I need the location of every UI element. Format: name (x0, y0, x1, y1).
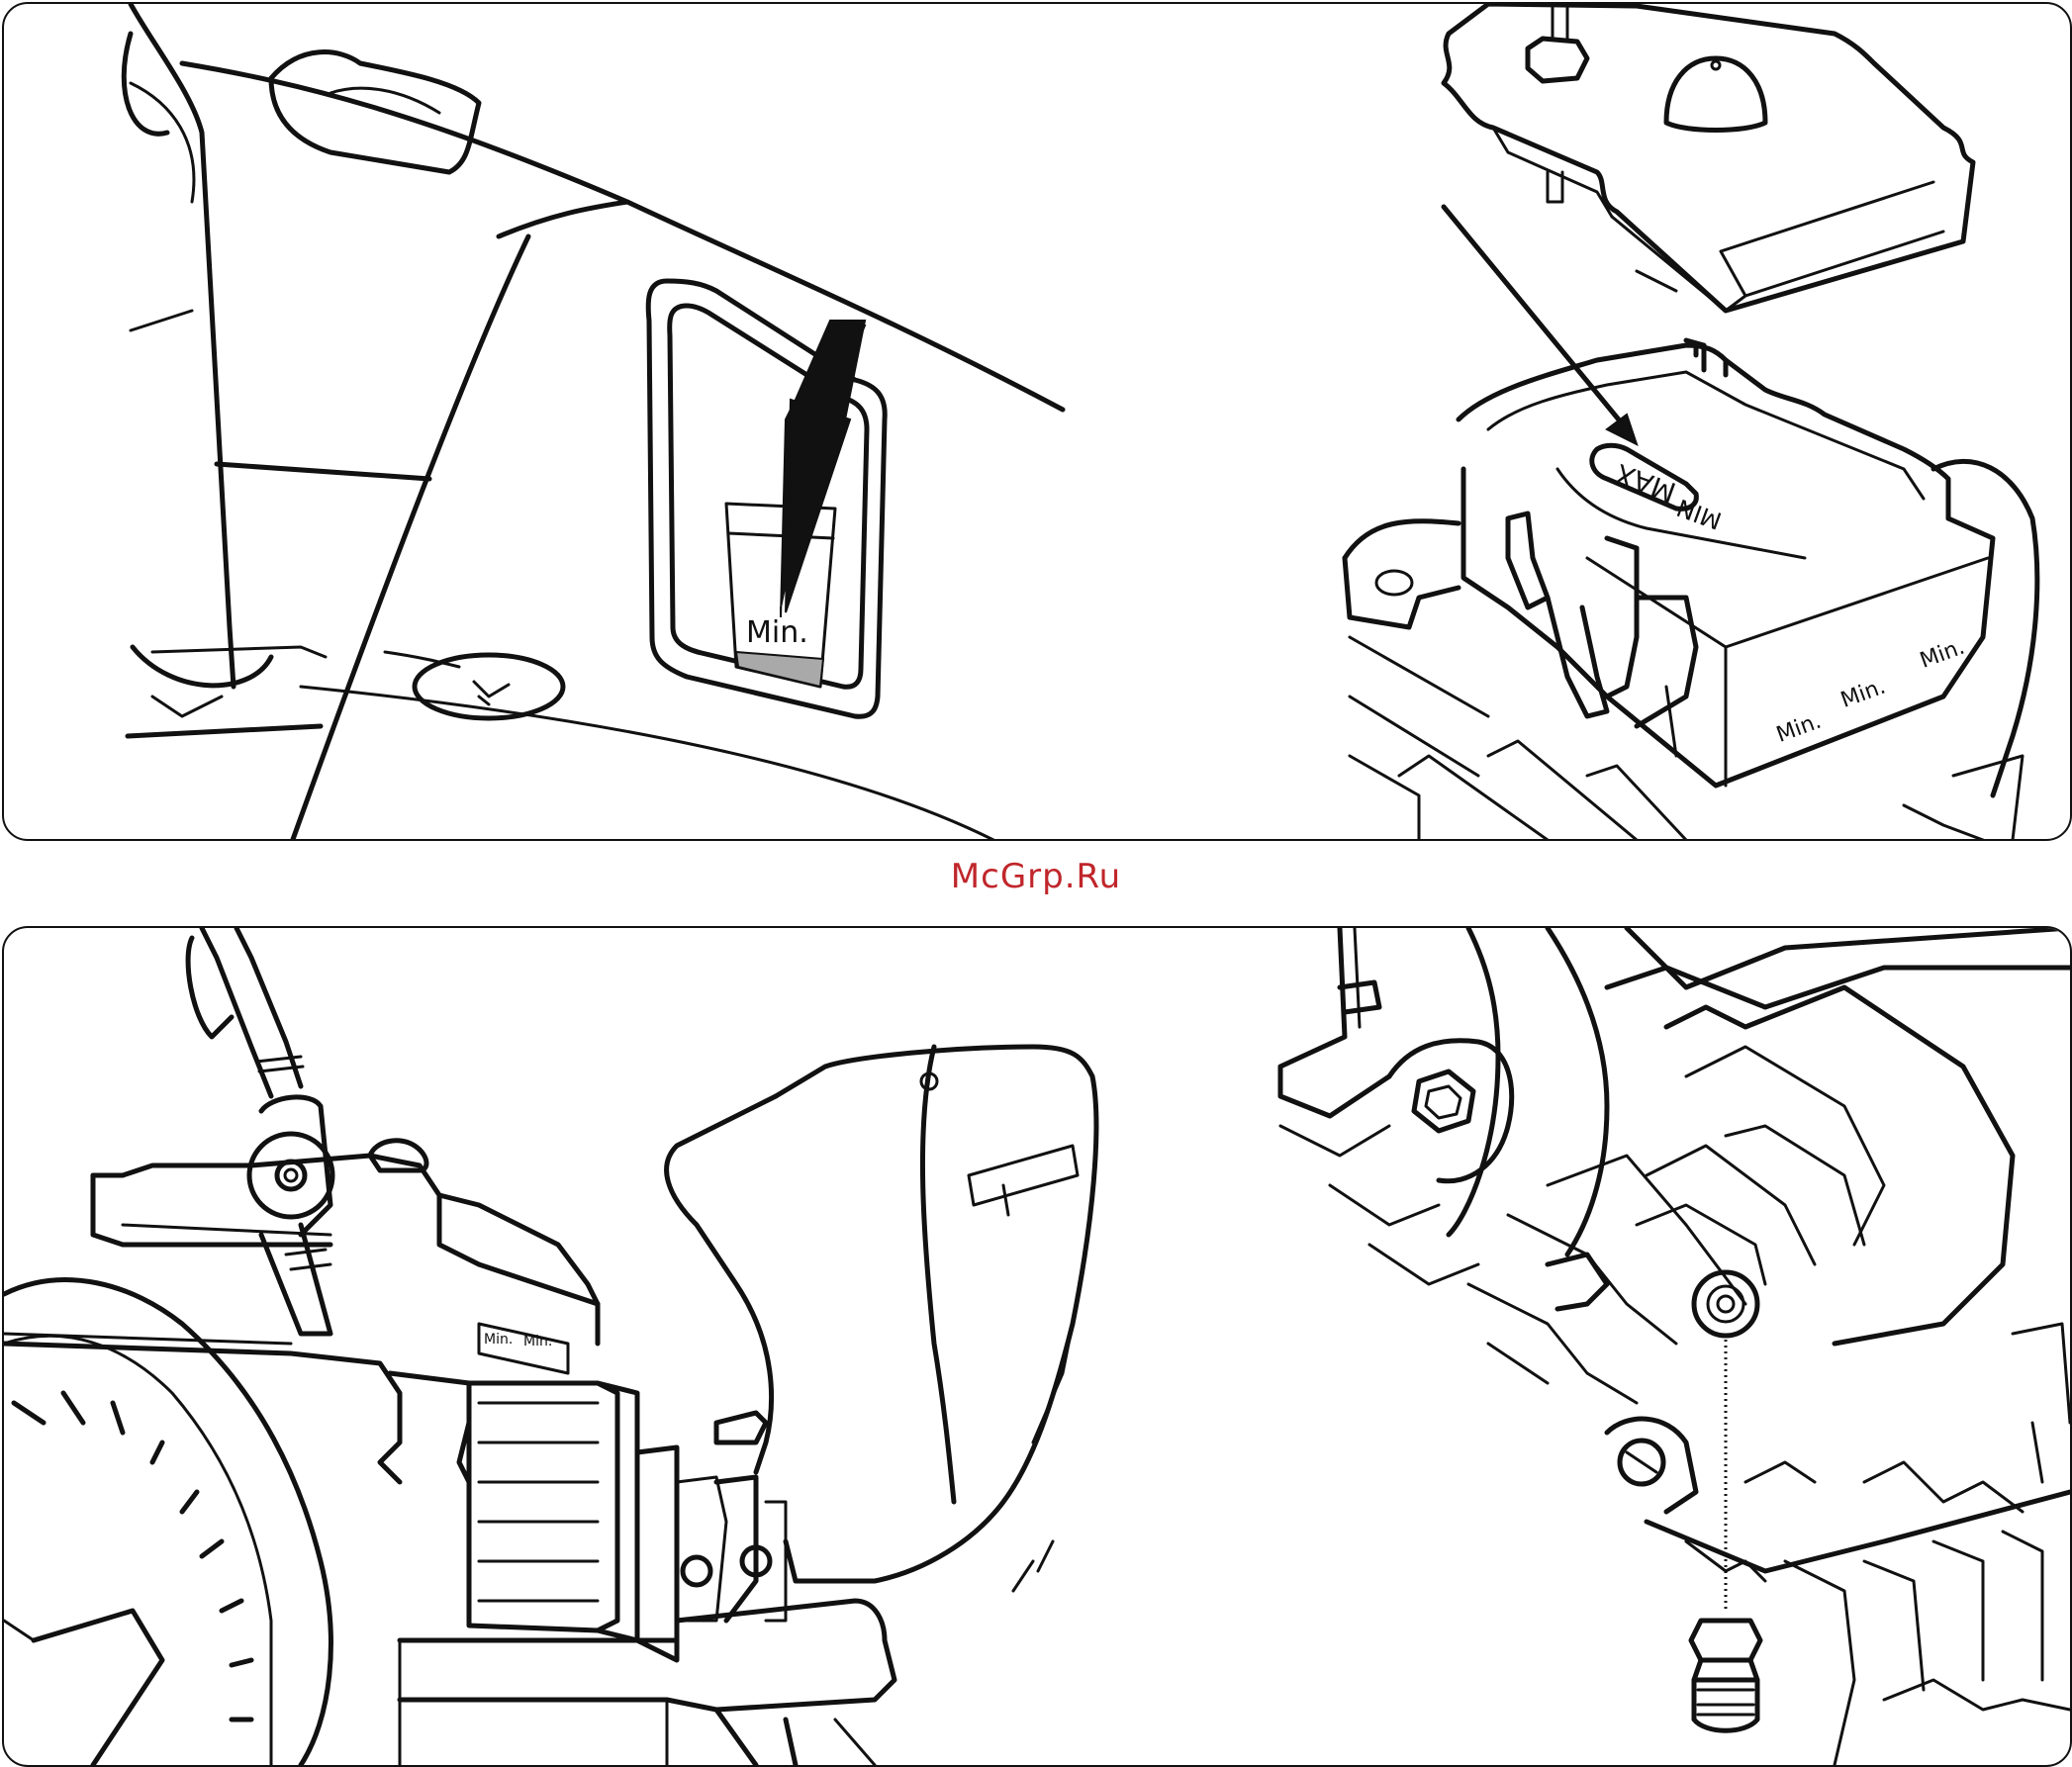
bottom-line-art: Min. Min. (4, 928, 2070, 1765)
min-label-tank-inner: MIN (1673, 493, 1726, 534)
min-label-1: Min. (1773, 709, 1825, 748)
min-label-window: Min. (746, 615, 808, 650)
top-illustration-panel: Min. (2, 2, 2072, 841)
watermark-text: McGrp.Ru (0, 857, 2072, 896)
reservoir-and-lid: MAX MIN Min. Min. Min. (1345, 4, 2037, 839)
top-line-art: Min. (4, 4, 2070, 839)
max-label-tank: MAX (1611, 457, 1680, 509)
housing-with-sight-window: Min. (124, 4, 1063, 839)
min-label-2: Min. (1837, 675, 1889, 713)
min-label-side-1: Min. (484, 1332, 513, 1348)
machine-with-open-cover: Min. Min. (4, 928, 1096, 1765)
drain-plug-detail (1280, 928, 2070, 1765)
bottom-illustration-panel: Min. Min. (2, 926, 2072, 1767)
